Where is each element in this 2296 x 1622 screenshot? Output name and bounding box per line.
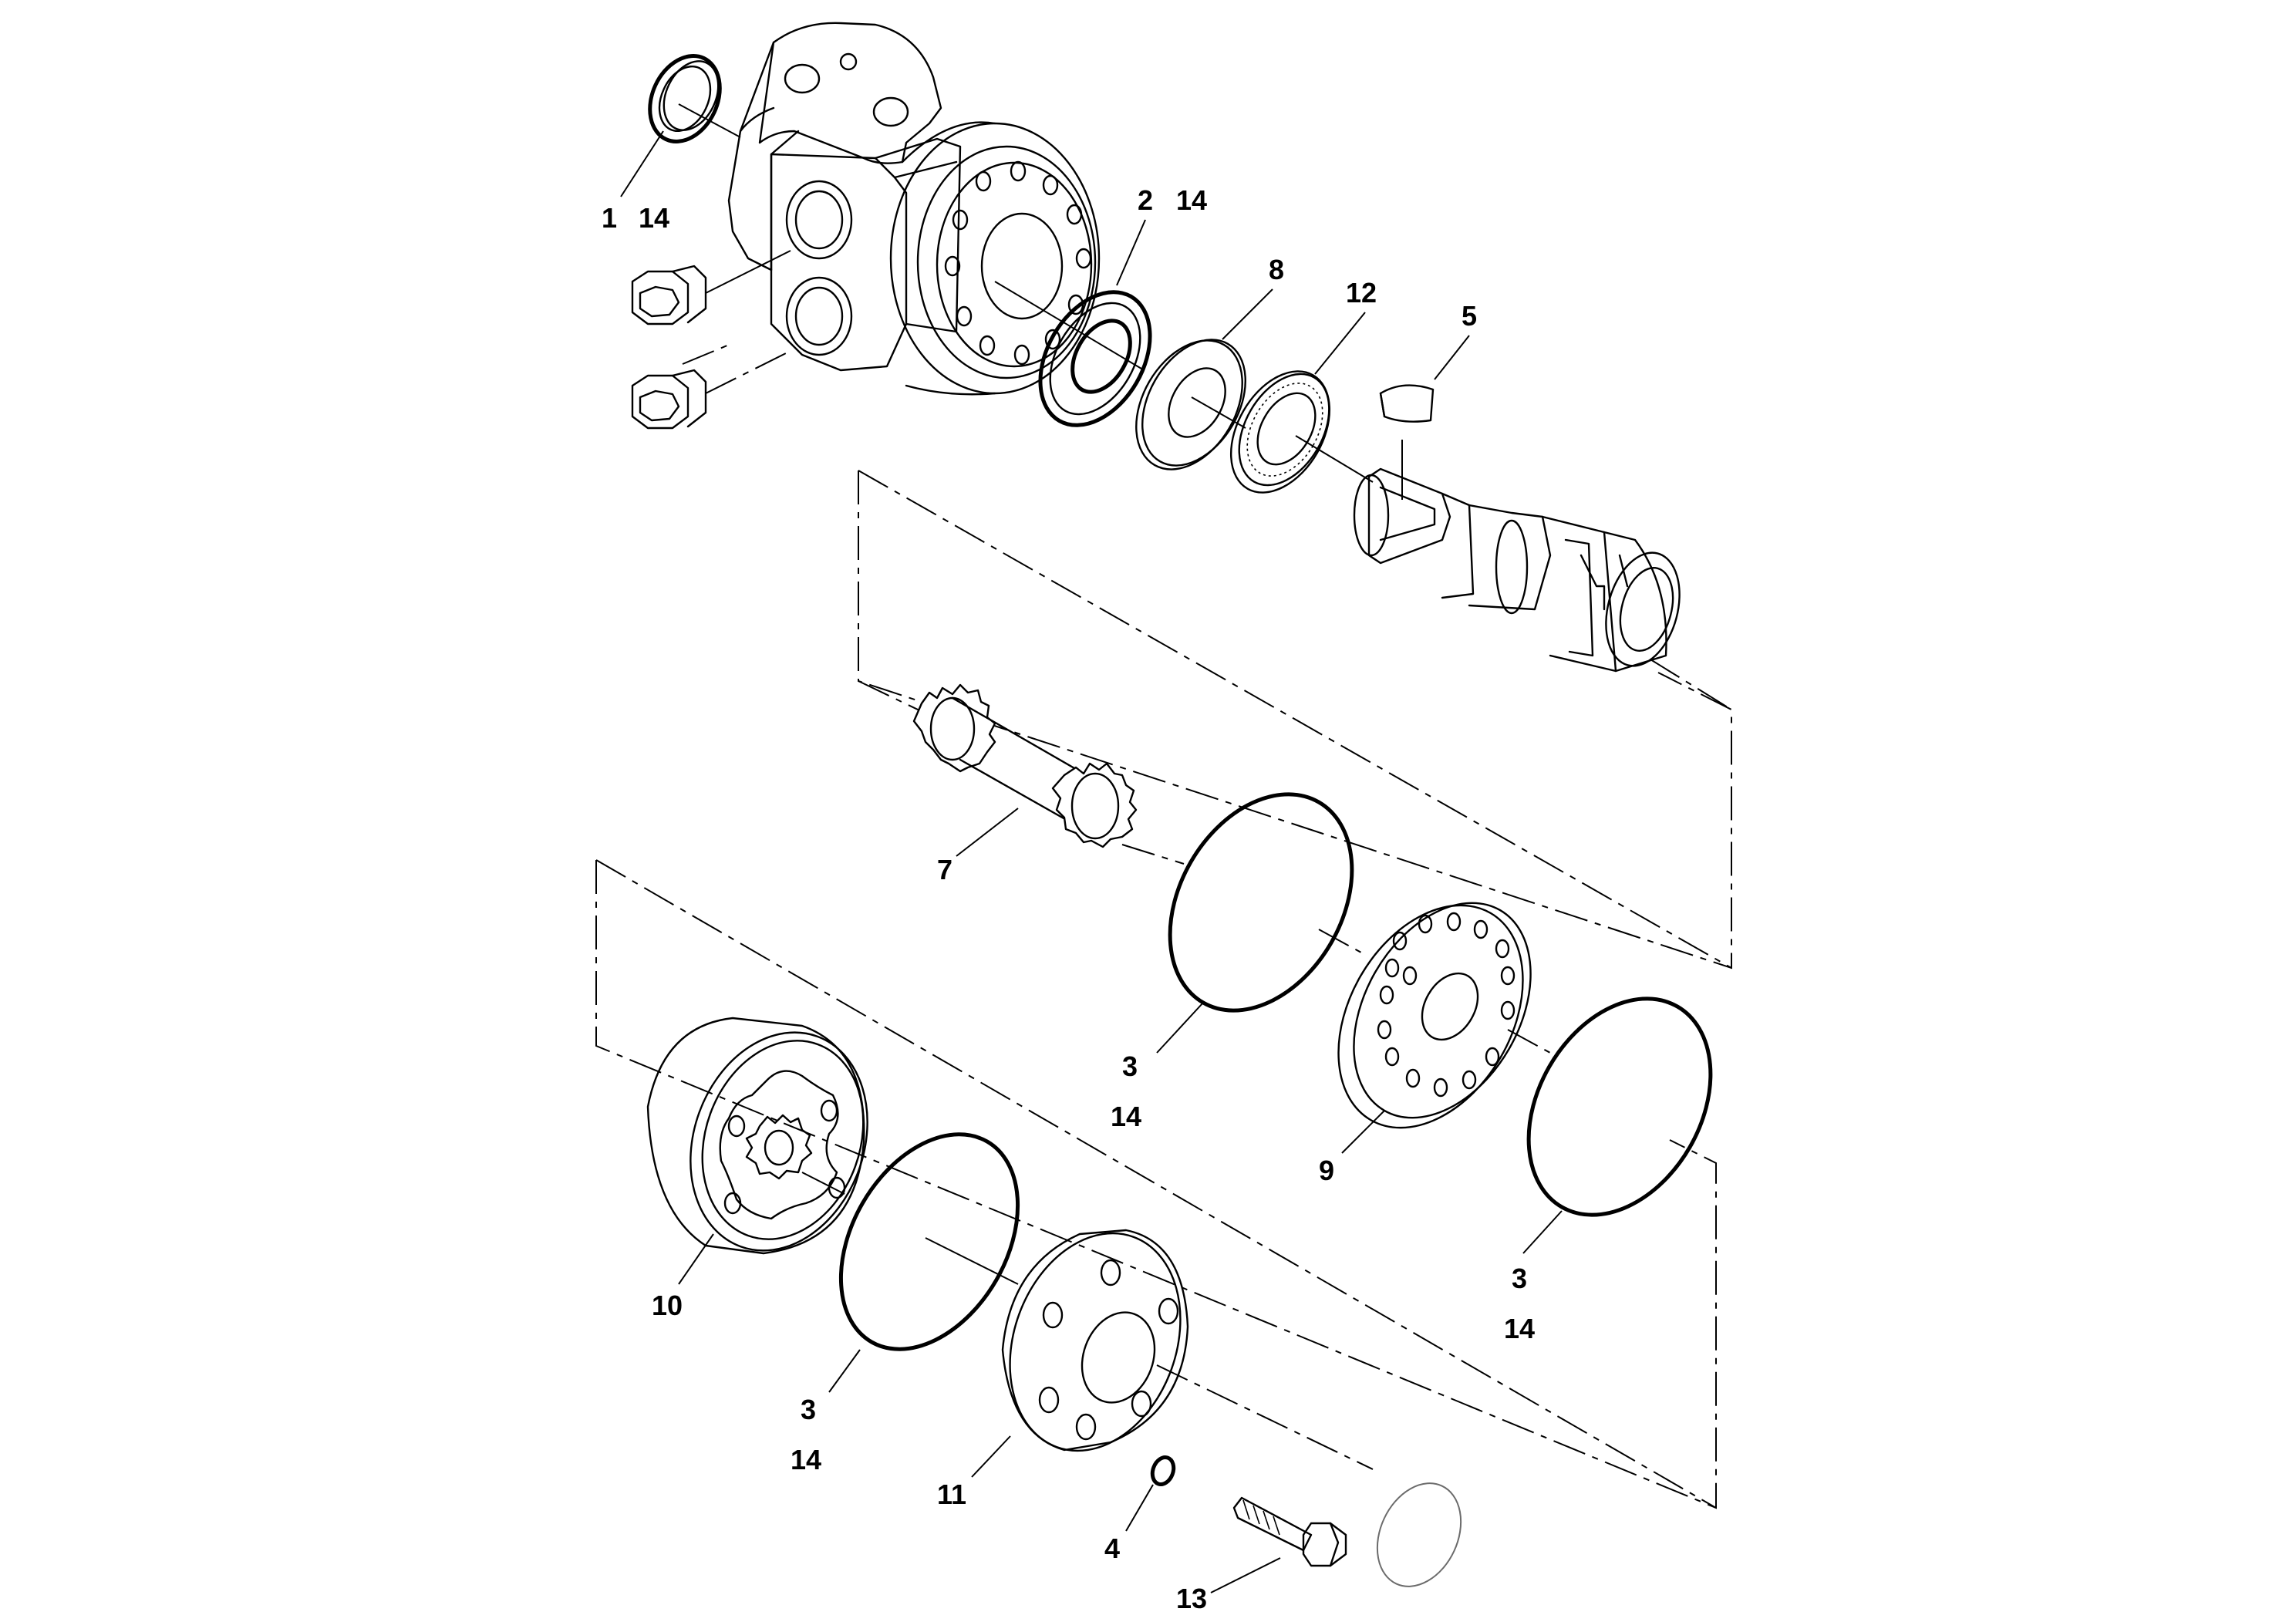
face-bolt-holes [944, 160, 1092, 366]
key-part-5 [1379, 384, 1435, 500]
bolt-part-13 [1210, 1496, 1347, 1593]
gerotor-inner-gear [745, 1114, 813, 1180]
gerotor-part-10 [646, 1017, 868, 1285]
label-3-upper-ref: 14 [1111, 1101, 1141, 1132]
label-11: 11 [937, 1479, 966, 1510]
valve-plate-part-9 [1337, 902, 1532, 1154]
label-7: 7 [937, 854, 952, 885]
needle-bearing-part-12 [1229, 370, 1374, 494]
label-1: 1 [602, 202, 617, 234]
cap-plug [1376, 1482, 1462, 1587]
assembly-lines [595, 342, 1732, 1509]
label-2: 2 [1138, 184, 1153, 216]
label-3-lower: 3 [801, 1394, 816, 1425]
gear-shaft-part-7 [912, 683, 1138, 857]
label-3-lower-ref: 14 [791, 1444, 821, 1475]
washer-part-8 [1135, 339, 1246, 470]
seal-part-1 [648, 54, 741, 143]
label-13: 13 [1176, 1583, 1207, 1614]
end-cover-part-11 [971, 1229, 1189, 1478]
plug-lower [631, 350, 791, 430]
o-ring-part-3-right [1522, 996, 1713, 1254]
label-4: 4 [1104, 1533, 1120, 1564]
label-3-right-ref: 14 [1504, 1313, 1535, 1344]
plug-upper [631, 250, 791, 325]
label-8: 8 [1269, 254, 1284, 285]
washer-part-4 [1125, 1455, 1176, 1532]
motor-housing [727, 22, 1101, 396]
label-10: 10 [652, 1290, 683, 1321]
label-1-ref: 14 [639, 202, 669, 234]
label-3-right: 3 [1512, 1263, 1527, 1294]
seal-part-2 [994, 281, 1152, 427]
label-2-ref: 14 [1176, 184, 1207, 216]
label-12: 12 [1346, 277, 1377, 309]
port-plugs [631, 250, 791, 430]
label-5: 5 [1462, 300, 1477, 332]
o-ring-part-3-upper [1156, 792, 1354, 1054]
label-3-upper: 3 [1122, 1050, 1138, 1082]
callout-labels: 1 14 2 14 8 12 5 7 3 14 9 3 14 10 3 14 1… [602, 130, 1535, 1614]
label-9: 9 [1319, 1155, 1334, 1186]
o-ring-part-3-lower [828, 1132, 1020, 1393]
drive-shaft [1353, 467, 1732, 710]
plate-holes [1377, 912, 1515, 1098]
